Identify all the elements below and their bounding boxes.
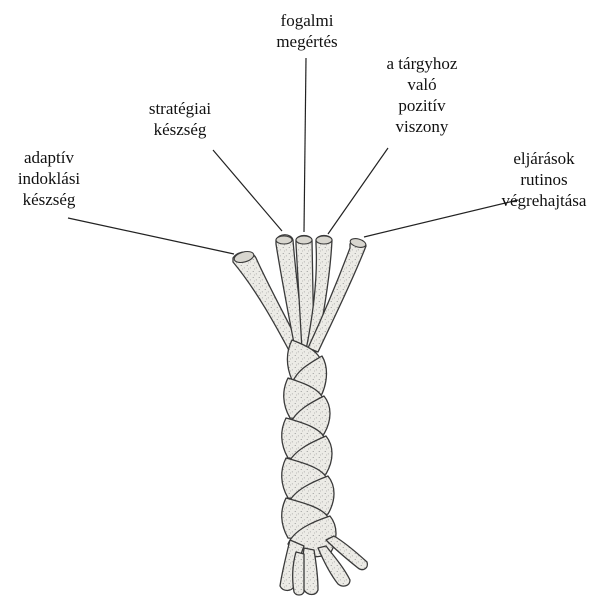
leader-line-fogalmi [304,58,306,232]
label-line: eljárások [486,148,602,169]
label-adaptiv-indoklasi-keszseg: adaptív indoklási készség [2,147,96,210]
label-eljarasok-vegrehajtasa: eljárások rutinos végrehajtása [486,148,602,211]
leader-line-targyhoz [328,148,388,234]
braid-strands [233,235,367,595]
label-line: készség [2,189,96,210]
label-fogalmi-megertes: fogalmi megértés [262,10,352,52]
label-strategiai-keszseg: stratégiai készség [130,98,230,140]
label-line: megértés [262,31,352,52]
label-line: viszony [370,116,474,137]
label-targyhoz-viszony: a tárgyhoz való pozitív viszony [370,53,474,137]
label-line: rutinos [486,169,602,190]
strand-end [293,552,304,595]
label-line: stratégiai [130,98,230,119]
label-line: fogalmi [262,10,352,31]
label-line: pozitív [370,95,474,116]
leader-line-adaptiv [68,218,234,254]
label-line: adaptív [2,147,96,168]
label-line: végrehajtása [486,190,602,211]
label-line: a tárgyhoz [370,53,474,74]
label-line: való [370,74,474,95]
label-line: indoklási [2,168,96,189]
leader-line-strategiai [213,150,282,231]
label-line: készség [130,119,230,140]
